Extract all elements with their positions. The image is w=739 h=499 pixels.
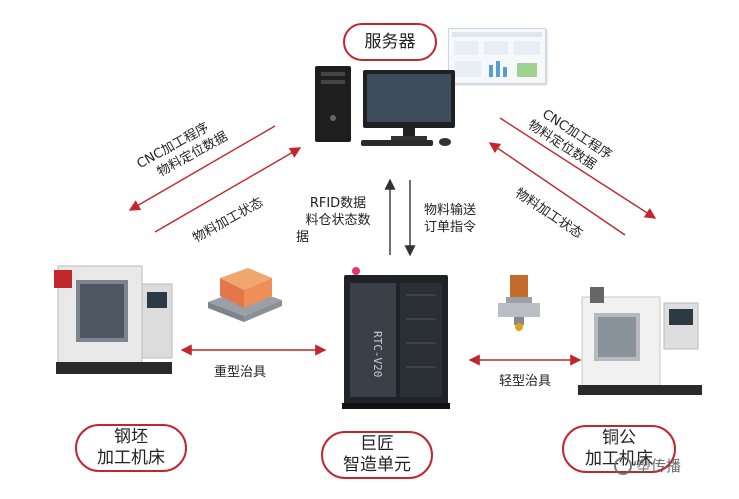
heavy-fixture-icon — [208, 268, 282, 322]
cnc-machine-small-icon — [578, 287, 702, 395]
center-left-line1: RFID数据 — [309, 196, 367, 211]
arrow-copper-to-server — [488, 142, 626, 236]
rtc-device-text: RTC-V20 — [371, 331, 384, 378]
steel-machine-line2: 加工机床 — [97, 448, 165, 468]
center-right-line2: 订单指令 — [424, 220, 477, 235]
copper-machine-image — [572, 283, 706, 397]
copper-machine-label: 铜公 加工机床 — [562, 425, 676, 473]
light-fixture-icon — [498, 275, 540, 331]
light-fixture-image — [494, 273, 544, 333]
rtc-cell-image: RTC-V20 — [340, 265, 452, 411]
rtc-cell-label: 巨匠 智造单元 — [321, 431, 433, 479]
center-right-line1: 物料输送 — [424, 203, 477, 218]
steel-machine-label: 钢坯 加工机床 — [75, 424, 187, 472]
center-left-label: RFID数据 料仓状态数 据 — [290, 195, 386, 246]
heavy-fixture-label: 重型治具 — [214, 365, 267, 380]
center-left-line2: 料仓状态数 — [305, 213, 371, 228]
server-computer-image — [313, 62, 463, 150]
center-right-label: 物料输送 订单指令 — [424, 202, 476, 236]
steel-machine-line1: 钢坯 — [114, 427, 148, 447]
light-fixture-label: 轻型治具 — [499, 374, 552, 389]
rtc-cell-line1: 巨匠 — [360, 434, 394, 454]
dashboard-chart-icon — [452, 32, 542, 77]
arrow-server-to-copper — [499, 117, 657, 219]
dashboard-thumbnail — [448, 28, 546, 84]
server-label: 服务器 — [364, 31, 416, 52]
steel-machine-image — [50, 262, 176, 378]
arrow-steel-to-server — [154, 147, 302, 233]
watermark-text: 塑传播 — [636, 457, 682, 475]
rtc-cabinet-icon — [342, 267, 450, 409]
center-left-line3: 据 — [296, 230, 310, 245]
copper-machine-line1: 铜公 — [602, 428, 636, 448]
cnc-machine-icon — [54, 265, 173, 374]
watermark-logo-icon — [614, 456, 632, 475]
rtc-cell-line2: 智造单元 — [343, 455, 411, 475]
server-node-label: 服务器 — [343, 23, 437, 61]
server-computer-icon — [315, 66, 455, 146]
heavy-fixture-image — [202, 264, 286, 326]
watermark: 塑传播 — [614, 455, 681, 476]
arrow-server-to-steel — [128, 125, 276, 211]
